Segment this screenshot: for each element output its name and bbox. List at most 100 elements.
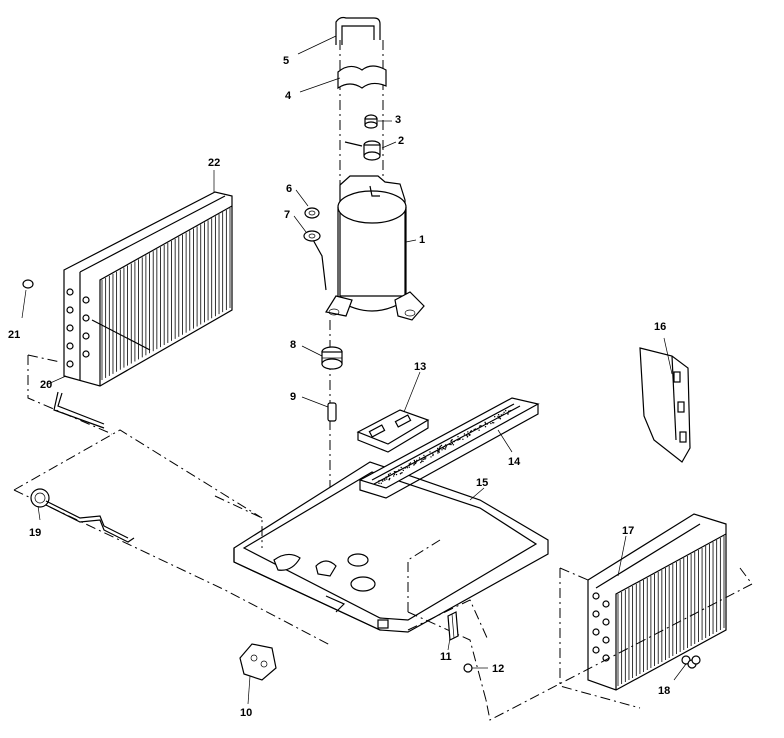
texture-dot: [476, 428, 479, 430]
texture-dot: [438, 451, 440, 453]
texture-dot: [398, 469, 400, 471]
texture-dot: [424, 457, 426, 459]
texture-dot: [389, 477, 391, 480]
texture-dot: [503, 411, 505, 413]
texture-dot: [507, 412, 509, 415]
texture-dot: [449, 443, 451, 446]
texture-dot: [406, 467, 408, 469]
texture-dot: [439, 448, 441, 450]
part-22-fins: [101, 208, 231, 380]
label-part-16: 16: [654, 321, 666, 333]
label-part-13: 13: [414, 361, 426, 373]
texture-dot: [437, 452, 439, 454]
label-part-22: 22: [208, 157, 220, 169]
texture-dot: [422, 458, 425, 460]
part-14-texture: [378, 410, 511, 484]
texture-dot: [444, 445, 446, 447]
texture-dot: [409, 462, 412, 464]
texture-dot: [458, 438, 461, 440]
texture-dot: [452, 444, 455, 446]
label-part-10: 10: [240, 707, 252, 719]
texture-dot: [420, 461, 422, 464]
part-labels: 5 4 3 2 6 7 1 8 9 13 14 15 16 17 18 19 2…: [8, 55, 670, 719]
leader-lines: [21, 35, 687, 705]
part-20-tubing: [53, 391, 105, 429]
texture-dot: [402, 467, 404, 470]
texture-dot: [494, 416, 496, 418]
texture-dot: [466, 434, 468, 437]
part-15-base-pan: [233, 461, 549, 633]
part-9-pin: [327, 402, 337, 422]
part-1-compressor: [311, 175, 425, 321]
part-11-clip: [447, 611, 459, 641]
texture-dot: [473, 428, 475, 431]
label-part-9: 9: [290, 391, 296, 403]
texture-dot: [500, 414, 502, 416]
texture-dot: [490, 422, 492, 425]
texture-dot: [457, 436, 459, 438]
label-part-17: 17: [622, 525, 634, 537]
texture-dot: [395, 473, 398, 476]
part-6-nut: [304, 207, 320, 219]
texture-dot: [453, 440, 455, 443]
left-coil-outline: [13, 354, 331, 646]
part-17-tube-ends: [592, 592, 610, 662]
part-3-nut: [364, 114, 378, 129]
label-part-8: 8: [290, 339, 296, 351]
part-5-bracket: [335, 16, 381, 45]
texture-dot: [467, 431, 469, 433]
part-16-panel: [639, 347, 691, 463]
texture-dot: [484, 422, 487, 424]
texture-dot: [381, 479, 383, 481]
label-part-2: 2: [398, 135, 404, 147]
texture-dot: [424, 458, 426, 460]
texture-dot: [420, 460, 423, 462]
label-part-14: 14: [508, 456, 521, 468]
texture-dot: [508, 410, 510, 412]
texture-dot: [385, 476, 387, 478]
texture-dot: [430, 456, 432, 458]
part-2-grommet: [344, 140, 381, 161]
part-8-mount: [321, 346, 343, 370]
texture-dot: [478, 426, 481, 428]
texture-dot: [509, 410, 511, 412]
label-part-11: 11: [440, 651, 452, 663]
part-21-screw: [22, 279, 34, 289]
texture-dot: [414, 462, 417, 465]
texture-dot: [399, 473, 402, 475]
base-pan-guides: [214, 495, 489, 701]
texture-dot: [429, 451, 431, 453]
texture-dot: [384, 479, 386, 481]
part-19-capillary: [30, 488, 135, 543]
texture-dot: [378, 480, 380, 482]
texture-dot: [463, 433, 466, 435]
texture-dot: [393, 473, 396, 476]
texture-dot: [505, 410, 507, 412]
label-part-15: 15: [476, 477, 488, 489]
label-part-1: 1: [419, 234, 425, 246]
texture-dot: [432, 454, 434, 456]
texture-dot: [445, 444, 447, 446]
texture-dot: [497, 417, 500, 419]
texture-dot: [493, 422, 495, 424]
texture-dot: [404, 467, 406, 469]
texture-dot: [470, 430, 472, 432]
texture-dot: [387, 474, 390, 476]
texture-dot: [444, 448, 446, 450]
texture-dot: [401, 472, 403, 474]
label-part-18: 18: [658, 685, 670, 697]
texture-dot: [393, 475, 395, 477]
texture-dot: [418, 457, 421, 459]
texture-dot: [421, 459, 423, 461]
texture-dot: [413, 459, 415, 462]
label-part-21: 21: [8, 329, 20, 341]
part-7-washer: [303, 230, 321, 242]
texture-dot: [416, 459, 418, 461]
label-part-3: 3: [395, 114, 401, 126]
texture-dot: [497, 414, 500, 416]
label-part-19: 19: [29, 527, 41, 539]
label-part-20: 20: [40, 379, 52, 391]
part-22-evaporator-coil: [63, 191, 233, 387]
texture-dot: [478, 429, 480, 431]
